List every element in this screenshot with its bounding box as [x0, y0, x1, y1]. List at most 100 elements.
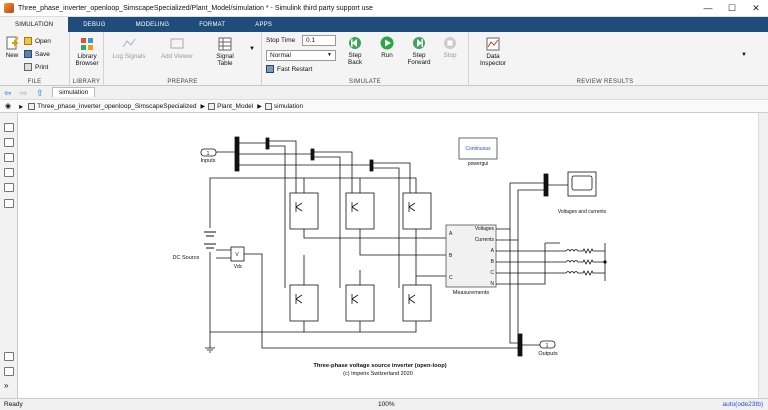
- simulation-mode-select[interactable]: Normal▼: [266, 50, 336, 61]
- tab-simulation-model[interactable]: simulation: [52, 87, 96, 97]
- navigation-bar: ⇦ ⇨ ⇧ simulation: [0, 86, 768, 100]
- prepare-group: Log Signals Add Viewer Signal Table ▼ PR…: [104, 32, 262, 86]
- tab-format[interactable]: FORMAT: [199, 21, 226, 28]
- igbt-upper-b[interactable]: [345, 192, 375, 230]
- powergui-mode: Continuous: [465, 146, 491, 152]
- tab-simulation[interactable]: SIMULATION: [0, 17, 69, 32]
- new-label: New: [5, 52, 19, 59]
- zoom-icon[interactable]: [4, 123, 14, 132]
- image-icon[interactable]: [4, 168, 14, 177]
- add-viewer-icon: [170, 38, 184, 49]
- zoom-level: 100%: [378, 401, 395, 408]
- print-icon: [24, 63, 32, 71]
- tab-modeling[interactable]: MODELING: [135, 21, 170, 28]
- signal-table-button[interactable]: Signal Table: [208, 37, 242, 67]
- demux-a[interactable]: [265, 137, 270, 150]
- tab-debug[interactable]: DEBUG: [83, 21, 106, 28]
- measurements-block[interactable]: [445, 224, 497, 288]
- review-group: Data Inspector REVIEW RESULTS: [469, 32, 741, 86]
- stop-time-input[interactable]: 0.1: [302, 35, 336, 46]
- demux-c[interactable]: [369, 159, 374, 172]
- ribbon-expand-icon[interactable]: ▼: [741, 52, 747, 58]
- log-signals-icon: [122, 38, 136, 48]
- stop-button[interactable]: Stop: [438, 36, 462, 59]
- back-arrow-icon[interactable]: ⇦: [4, 88, 12, 98]
- close-icon[interactable]: ✕: [752, 2, 760, 13]
- breadcrumb-item-plant[interactable]: Plant_Model: [208, 102, 253, 110]
- block-diagram: 1 Inputs DC Source V Vdc Continuous powe…: [173, 136, 607, 377]
- dc-source-label: DC Source: [173, 255, 200, 261]
- library-browser-button[interactable]: Library Browser: [72, 37, 102, 67]
- demux-b[interactable]: [310, 148, 315, 161]
- igbt-lower-c[interactable]: [402, 284, 432, 322]
- print-button[interactable]: Print: [24, 63, 48, 71]
- meas-out-currents: Currents: [475, 237, 495, 243]
- inputs-label: Inputs: [201, 158, 216, 164]
- measurements-label: Measurements: [453, 290, 490, 296]
- meas-in-b: B: [449, 253, 453, 259]
- model-browser-icon[interactable]: [4, 352, 14, 361]
- hierarchy-icon[interactable]: ◉: [5, 103, 12, 110]
- maximize-icon[interactable]: ☐: [727, 2, 737, 13]
- annotation-icon[interactable]: [4, 183, 14, 192]
- fast-restart-icon: [266, 65, 274, 73]
- new-icon: [6, 36, 18, 50]
- file-group-label: FILE: [27, 79, 42, 85]
- svg-text:V: V: [235, 252, 239, 258]
- scope-mux[interactable]: [543, 173, 549, 197]
- library-group-label: LIBRARY: [72, 79, 101, 85]
- forward-arrow-icon[interactable]: ⇨: [20, 88, 28, 98]
- minimize-icon[interactable]: —: [703, 3, 713, 13]
- meas-in-a: A: [449, 231, 453, 237]
- fit-view-icon[interactable]: [4, 138, 14, 147]
- breadcrumb-item-simulation[interactable]: simulation: [264, 102, 303, 110]
- status-bar: Ready 100% auto(ode23tb): [0, 398, 768, 410]
- add-viewer-button[interactable]: Add Viewer: [160, 37, 194, 60]
- meas-out-c: C: [490, 270, 494, 276]
- meas-out-voltages: Voltages: [475, 226, 495, 232]
- model-icon: [28, 102, 36, 110]
- step-back-button[interactable]: Step Back: [342, 36, 368, 66]
- new-button[interactable]: New: [3, 36, 21, 59]
- demux-block[interactable]: [234, 136, 240, 172]
- breadcrumb-item-root[interactable]: Three_phase_inverter_openloop_SimscapeSp…: [28, 102, 196, 110]
- window-title: Three_phase_inverter_openloop_SimscapeSp…: [18, 4, 373, 12]
- save-icon: [24, 50, 32, 58]
- ribbon-tabs: SIMULATION DEBUG MODELING FORMAT APPS: [0, 17, 768, 32]
- area-icon[interactable]: [4, 199, 14, 208]
- solver-link[interactable]: auto(ode23tb): [722, 401, 763, 408]
- stop-icon: [444, 37, 456, 49]
- scope-label: Voltages and currents: [558, 209, 607, 215]
- igbt-upper-c[interactable]: [402, 192, 432, 230]
- arrow-icon[interactable]: [4, 153, 14, 162]
- diagram-caption: Three-phase voltage source inverter (ope…: [313, 363, 446, 369]
- library-icon: [81, 38, 93, 50]
- matlab-icon: [4, 3, 14, 13]
- vertical-scrollbar[interactable]: [758, 113, 768, 398]
- igbt-upper-a[interactable]: [289, 192, 319, 230]
- outputs-port[interactable]: [539, 340, 556, 349]
- powergui-label: powergui: [468, 161, 488, 167]
- meas-out-b: B: [491, 259, 495, 265]
- review-group-label: REVIEW RESULTS: [576, 79, 634, 85]
- run-button[interactable]: Run: [374, 36, 400, 59]
- step-forward-button[interactable]: Step Forward: [404, 36, 434, 66]
- model-canvas[interactable]: 1 Inputs DC Source V Vdc Continuous powe…: [18, 113, 758, 398]
- tab-apps[interactable]: APPS: [255, 21, 273, 28]
- powergui-block[interactable]: [458, 137, 498, 160]
- folder-icon: [24, 37, 32, 45]
- fast-restart-toggle[interactable]: Fast Restart: [266, 65, 312, 73]
- up-arrow-icon[interactable]: ⇧: [36, 88, 44, 98]
- property-inspector-icon[interactable]: [4, 367, 14, 376]
- prepare-expand-icon[interactable]: ▼: [249, 46, 255, 52]
- open-button[interactable]: Open: [24, 37, 51, 45]
- igbt-lower-a[interactable]: [289, 284, 319, 322]
- igbt-lower-b[interactable]: [345, 284, 375, 322]
- inputs-port[interactable]: [200, 148, 217, 157]
- expand-panel-icon[interactable]: »: [4, 381, 9, 390]
- save-button[interactable]: Save: [24, 50, 50, 58]
- log-signals-button[interactable]: Log Signals: [112, 37, 146, 60]
- data-inspector-button[interactable]: Data Inspector: [475, 37, 511, 67]
- meas-in-c: C: [449, 275, 453, 281]
- output-mux[interactable]: [517, 333, 523, 357]
